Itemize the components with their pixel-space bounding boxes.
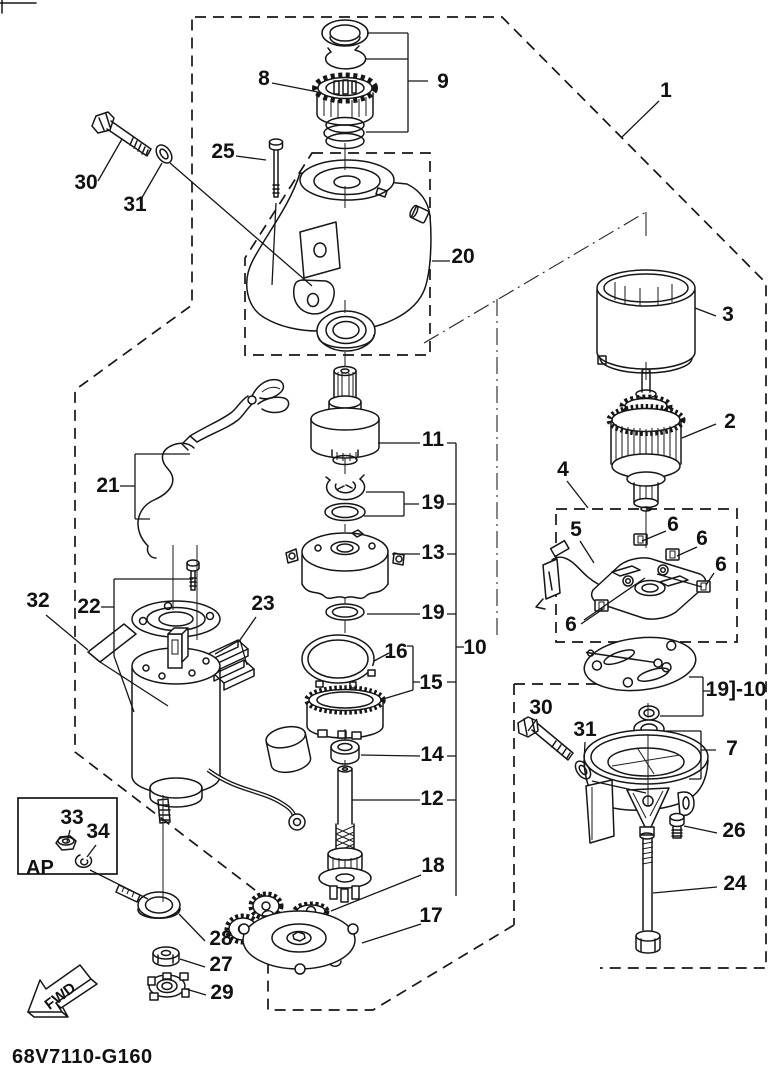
part-callout: 4	[557, 458, 569, 481]
part-callout: 19]-10	[706, 678, 767, 701]
part-callout: 6	[715, 553, 727, 576]
armature	[606, 368, 686, 512]
part-callout: 31	[573, 718, 597, 741]
part-callout: 19	[421, 491, 444, 514]
part-callout: 13	[421, 541, 444, 564]
drive-clutch-11	[310, 365, 380, 466]
part-callout: 11	[422, 428, 445, 451]
front-bracket-housing	[246, 159, 432, 352]
mount-bolt-and-washer-bottom	[517, 716, 592, 780]
bracket-screw-25	[268, 138, 284, 198]
part-callout: 20	[451, 245, 474, 268]
part-callout: 21	[96, 474, 120, 497]
shift-lever-and-spring	[137, 378, 290, 559]
leader-lines	[45, 32, 718, 996]
part-callout: 25	[211, 140, 235, 163]
brush-6	[633, 533, 648, 546]
part-callout: 12	[420, 787, 443, 810]
dashed-group-boundaries	[74, 16, 767, 1011]
part-callout: 14	[420, 743, 444, 766]
part-callout: 6	[667, 513, 679, 536]
part-callout: 30	[74, 171, 97, 194]
part-callout: 7	[726, 737, 738, 760]
part-callout: 30	[529, 696, 552, 719]
part-callout: 6	[696, 527, 708, 550]
part-callout: 9	[437, 70, 449, 93]
retainer-ring-16	[301, 634, 382, 689]
part-callout: 17	[419, 904, 442, 927]
drive-plate-17	[238, 910, 359, 975]
part-callout: 6	[565, 613, 577, 636]
cable-joint-parts	[115, 884, 190, 1001]
part-callout: 27	[209, 953, 232, 976]
brush-holder-assembly	[535, 533, 711, 620]
brush-holder-box	[555, 508, 738, 643]
page-edge-artifact	[0, 0, 37, 14]
part-callout: 24	[723, 872, 747, 895]
part-callout: 2	[724, 410, 736, 433]
pinion-stopper-set	[312, 19, 378, 150]
part-callout: 19	[421, 601, 444, 624]
e-ring-and-washer	[324, 474, 366, 522]
switch-lead-wire	[206, 768, 306, 831]
mount-bolt-and-washer-top	[91, 111, 173, 164]
part-callout: 26	[722, 819, 745, 842]
pinion-spring	[323, 116, 365, 150]
part-callouts: 30 31 25 8 9 1 20 3 2 4 5 6 6 6 6 21 32 …	[26, 67, 766, 1004]
brush-6	[665, 548, 680, 561]
damper-blocks-23	[207, 639, 255, 691]
part-callout: 16	[384, 640, 407, 663]
part-callout: 15	[419, 671, 443, 694]
part-callout: 10	[463, 636, 486, 659]
washer-19-lower	[325, 603, 365, 621]
part-callout: 3	[722, 303, 734, 326]
through-bolt-24	[635, 837, 661, 954]
rear-cover-plate	[583, 636, 697, 692]
part-callout: 5	[570, 518, 582, 541]
switch-body	[131, 627, 221, 824]
rear-bracket	[583, 719, 709, 844]
part-callout: 18	[421, 854, 445, 877]
part-callout: 34	[86, 820, 110, 843]
ap-view-label: AP	[26, 857, 54, 879]
drawing-code: 68V7110-G160	[12, 1046, 153, 1068]
fwd-direction-arrow: FWD	[27, 964, 98, 1018]
screw-26	[669, 812, 685, 839]
part-callout: 29	[210, 981, 233, 1004]
part-callout: 32	[26, 589, 49, 612]
switch-screw	[186, 559, 200, 591]
rubber-cap	[265, 725, 312, 774]
center-bracket-13	[285, 529, 405, 600]
part-callout: 31	[123, 193, 147, 216]
yoke-cylinder	[596, 269, 696, 374]
part-callout: 22	[77, 595, 100, 618]
shim-plate-32	[87, 623, 137, 663]
part-callout: 23	[251, 592, 274, 615]
part-callout: 28	[209, 927, 233, 950]
starter-shaft-12	[318, 765, 372, 903]
front-bracket-box	[244, 152, 431, 356]
assembly-centerlines	[162, 143, 649, 902]
oil-seal	[316, 310, 376, 352]
magnetic-switch-assembly	[131, 559, 312, 831]
brake-drum-15	[304, 685, 386, 740]
part-callout: 8	[258, 67, 270, 90]
part-callout: 33	[60, 806, 83, 829]
rear-seal-ring	[638, 705, 660, 721]
part-callout: 1	[660, 79, 672, 102]
ap-inset-box	[17, 797, 118, 875]
